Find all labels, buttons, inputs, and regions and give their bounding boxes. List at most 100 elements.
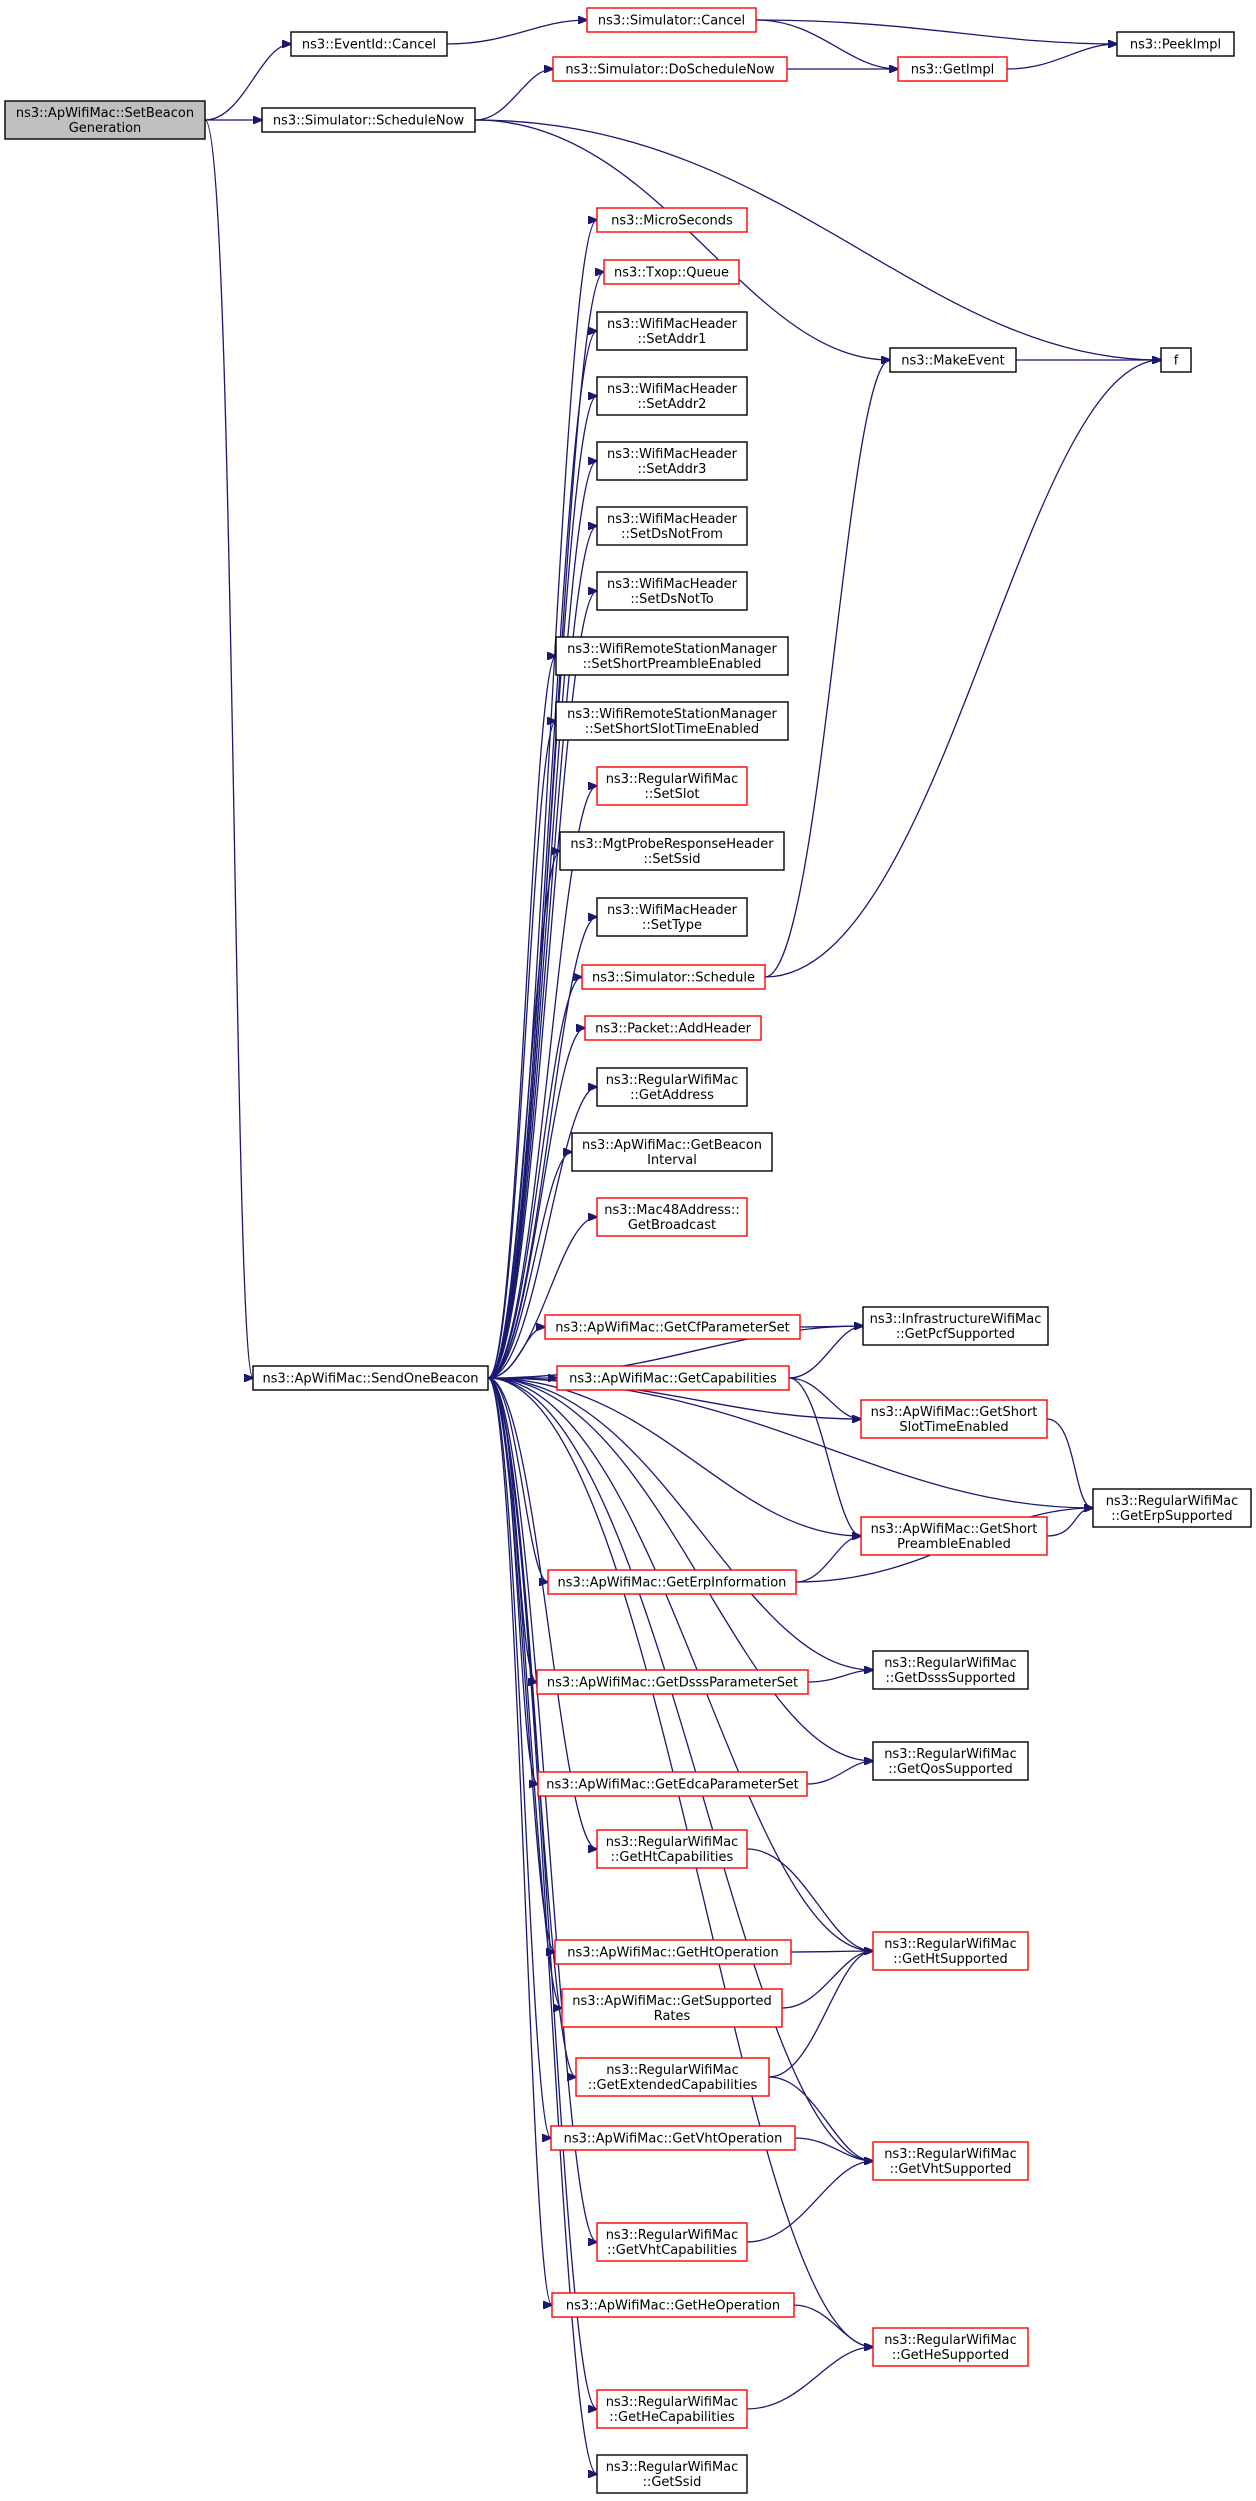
node-label: ns3::ApWifiMac::GetDsssParameterSet [547,1676,798,1691]
node-label: ::GetErpSupported [1111,1509,1232,1524]
node-sim_cancel[interactable]: ns3::Simulator::Cancel [586,7,757,33]
node-label: ns3::RegularWifiMac [884,1937,1017,1952]
node-box [860,1516,1048,1556]
edge-gethtcap-to-gethtsupported [746,1848,873,1951]
node-setshortpreamble[interactable]: ns3::WifiRemoteStationManager::SetShortP… [555,636,789,676]
node-setslot[interactable]: ns3::RegularWifiMac::SetSlot [596,766,748,806]
node-setshortslot[interactable]: ns3::WifiRemoteStationManager::SetShortS… [555,701,789,741]
edges-layer [204,19,1161,2474]
edge-sendonebeacon-to-getshortpreamble [487,1377,861,1536]
node-getextcap[interactable]: ns3::RegularWifiMac::GetExtendedCapabili… [575,2057,770,2097]
edge-sendonebeacon-to-setaddr2 [487,396,597,1379]
node-gethtoperation[interactable]: ns3::ApWifiMac::GetHtOperation [554,1939,792,1965]
node-gethecap[interactable]: ns3::RegularWifiMac::GetHeCapabilities [596,2389,748,2429]
edge-sendonebeacon-to-gethtcap [487,1377,597,1849]
node-box [252,1365,489,1391]
node-label: ns3::ApWifiMac::GetErpInformation [558,1576,787,1591]
edge-sendonebeacon-to-gethecap [487,1377,597,2409]
node-label: ns3::MgtProbeResponseHeader [570,837,774,852]
node-getedcaparam[interactable]: ns3::ApWifiMac::GetEdcaParameterSet [537,1771,808,1797]
node-label: ns3::WifiMacHeader [607,512,738,527]
node-geterpinfo[interactable]: ns3::ApWifiMac::GetErpInformation [547,1569,797,1595]
node-label: ns3::ApWifiMac::GetCfParameterSet [555,1321,789,1336]
node-getssid[interactable]: ns3::RegularWifiMac::GetSsid [596,2454,748,2494]
node-setaddr3[interactable]: ns3::WifiMacHeader::SetAddr3 [596,441,748,481]
node-getvhtcap[interactable]: ns3::RegularWifiMac::GetVhtCapabilities [596,2222,748,2262]
edge-sim_schedulenow-to-sim_doschedulenow [474,69,553,121]
node-label: ns3::ApWifiMac::SendOneBeacon [262,1372,478,1387]
node-f[interactable]: f [1160,347,1192,373]
edge-sendonebeacon-to-getbeaconinterval [487,1152,572,1379]
node-eventid_cancel[interactable]: ns3::EventId::Cancel [290,31,448,57]
edge-sim_cancel-to-peekimpl [755,19,1117,44]
node-label: ns3::Simulator::DoScheduleNow [565,63,775,78]
node-sendonebeacon[interactable]: ns3::ApWifiMac::SendOneBeacon [252,1365,489,1391]
node-getheoperation[interactable]: ns3::ApWifiMac::GetHeOperation [551,2292,795,2318]
node-box [872,2327,1029,2367]
node-getcfparam[interactable]: ns3::ApWifiMac::GetCfParameterSet [544,1314,801,1340]
edge-sendonebeacon-to-gethtsupported [487,1377,873,1951]
node-box [596,441,748,481]
node-box [559,831,785,871]
node-peekimpl[interactable]: ns3::PeekImpl [1116,31,1235,57]
node-getdsssparam[interactable]: ns3::ApWifiMac::GetDsssParameterSet [536,1669,809,1695]
node-setssid[interactable]: ns3::MgtProbeResponseHeader::SetSsid [559,831,785,871]
node-label: ::GetHeCapabilities [609,2410,735,2425]
node-box [552,56,788,82]
node-setaddr1[interactable]: ns3::WifiMacHeader::SetAddr1 [596,311,748,351]
node-settype[interactable]: ns3::WifiMacHeader::SetType [596,897,748,937]
node-geterpsupported[interactable]: ns3::RegularWifiMac::GetErpSupported [1092,1488,1252,1528]
edge-sendonebeacon-to-setaddr3 [487,461,597,1379]
node-txop_queue[interactable]: ns3::Txop::Queue [603,259,740,285]
edge-gethtoperation-to-gethtsupported [790,1951,873,1952]
node-box [596,311,748,351]
node-sim_schedulenow[interactable]: ns3::Simulator::ScheduleNow [261,107,476,133]
edge-sendonebeacon-to-setssid [487,851,560,1379]
node-box [571,1132,773,1172]
node-label: ns3::WifiMacHeader [607,317,738,332]
node-label: ::SetAddr2 [638,397,707,412]
node-gethtcap[interactable]: ns3::RegularWifiMac::GetHtCapabilities [596,1829,748,1869]
node-box [860,1399,1048,1439]
node-getqossupported[interactable]: ns3::RegularWifiMac::GetQosSupported [872,1741,1029,1781]
node-getvhtoperation[interactable]: ns3::ApWifiMac::GetVhtOperation [550,2125,796,2151]
node-getdssssupported[interactable]: ns3::RegularWifiMac::GetDsssSupported [872,1650,1029,1690]
node-label: ns3::WifiMacHeader [607,447,738,462]
node-label: ns3::WifiRemoteStationManager [567,642,777,657]
node-box [544,1314,801,1340]
edge-sendonebeacon-to-getssid [487,1377,597,2474]
node-setdsnotfrom[interactable]: ns3::WifiMacHeader::SetDsNotFrom [596,506,748,546]
node-label: ::GetDsssSupported [886,1671,1016,1686]
node-box [596,897,748,937]
node-label: ns3::RegularWifiMac [884,1656,1017,1671]
node-label: ns3::ApWifiMac::GetSupported [572,1994,771,2009]
edge-sim_schedule-to-makeevent [764,360,890,978]
node-makeevent[interactable]: ns3::MakeEvent [889,347,1017,373]
edge-sendonebeacon-to-getvhtcap [487,1377,597,2242]
node-getpcfsupported[interactable]: ns3::InfrastructureWifiMac::GetPcfSuppor… [862,1306,1049,1346]
edge-geterpinfo-to-getshortpreamble [795,1536,861,1583]
node-getcapabilities[interactable]: ns3::ApWifiMac::GetCapabilities [556,1365,790,1391]
node-sim_doschedulenow[interactable]: ns3::Simulator::DoScheduleNow [552,56,788,82]
edge-getcapabilities-to-getshortslot [788,1377,861,1419]
node-getaddress[interactable]: ns3::RegularWifiMac::GetAddress [596,1067,748,1107]
node-gethtsupported[interactable]: ns3::RegularWifiMac::GetHtSupported [872,1931,1029,1971]
node-label: ns3::Simulator::Schedule [592,971,755,986]
node-getimpl[interactable]: ns3::GetImpl [897,56,1008,82]
node-microseconds[interactable]: ns3::MicroSeconds [596,207,748,233]
node-gethesupported[interactable]: ns3::RegularWifiMac::GetHeSupported [872,2327,1029,2367]
node-setdsnotto[interactable]: ns3::WifiMacHeader::SetDsNotTo [596,571,748,611]
node-label: ::GetExtendedCapabilities [588,2078,758,2093]
node-sim_schedule[interactable]: ns3::Simulator::Schedule [581,964,766,990]
edge-getimpl-to-peekimpl [1006,44,1117,70]
node-setaddr2[interactable]: ns3::WifiMacHeader::SetAddr2 [596,376,748,416]
node-addheader[interactable]: ns3::Packet::AddHeader [584,1015,762,1041]
node-getvhtsupported[interactable]: ns3::RegularWifiMac::GetVhtSupported [872,2141,1029,2181]
node-getbroadcast[interactable]: ns3::Mac48Address::GetBroadcast [596,1197,748,1237]
node-box [290,31,448,57]
